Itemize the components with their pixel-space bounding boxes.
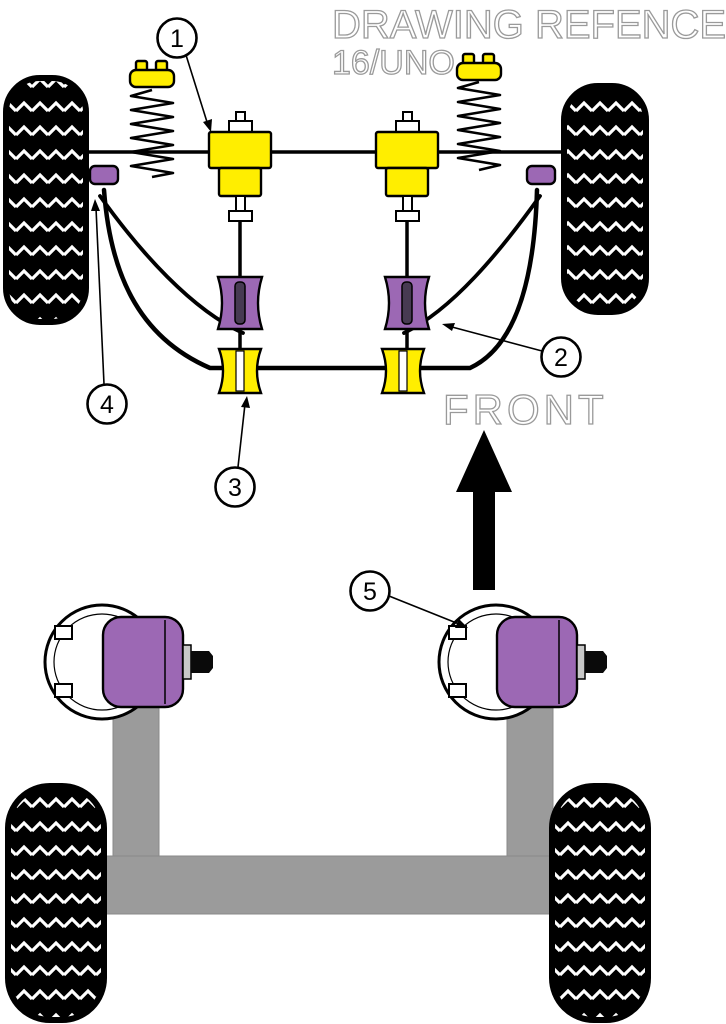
front-label: FRONT [443,386,608,433]
wheel-side-bushing-right [525,164,557,186]
callout-circle [540,336,582,378]
callout-circle [214,466,256,508]
callout-5: 5 [349,570,468,628]
flange-nut [54,625,73,640]
axle-post-left [112,699,160,863]
drawing-reference-title: DRAWING REFENCE [332,3,726,47]
callout-2: 2 [442,323,582,378]
drop-link-bushing-left [216,275,264,331]
callout-number: 2 [554,344,568,372]
rear-right-tire [549,783,651,1023]
mount-bottom-bolt-shaft [402,195,413,213]
rear-left-tire [5,783,107,1023]
spring-top-mount [128,68,176,89]
callout-circle [86,383,128,425]
leader-arrowhead [455,619,468,628]
wheel-side-bushing-left [88,164,120,186]
flange-nut [54,683,73,698]
callout-number: 5 [363,578,377,606]
mount-bolt [191,651,213,673]
bushing-slit [235,350,245,392]
spring-top-mount [455,61,503,82]
mount-bolt [585,651,607,673]
callout-circle [156,17,198,59]
mount-lower-block [217,166,263,198]
leader-arrowhead [203,119,212,132]
front-right-tire [561,83,649,315]
mount-bushing-barrel [495,615,579,709]
rear-axle-beam [91,699,567,915]
callout-number: 4 [100,391,114,419]
axle-crossbeam [91,855,567,915]
mount-upper-block [207,130,273,170]
spring-coils [456,80,502,172]
front-direction-arrow [456,430,512,590]
mount-top-nut [228,120,253,133]
rear-mount-right [437,603,607,721]
leader-arrowhead [241,396,250,408]
mount-washer [576,644,586,680]
callout-4: 4 [86,199,128,425]
engine-mount-right [374,111,440,222]
arb-bushing-left [217,347,263,395]
callout-number: 3 [228,474,242,502]
anti-roll-bar [101,187,540,371]
spring-coils [129,88,175,179]
drop-link-bushing-right [383,275,431,331]
arb-bushing-right [380,347,426,395]
axle-post-right [506,699,554,863]
coil-spring-left [128,59,176,179]
callout-circle [349,570,391,612]
mount-bottom-nut [395,210,420,222]
drawing-reference-code: 16/UNO [332,44,455,82]
callout-number: 1 [170,25,184,53]
coil-spring-right [455,52,503,172]
mount-bottom-nut [228,210,253,222]
rear-mount-left [43,603,213,721]
flange-nut [448,683,467,698]
mount-bottom-bolt-shaft [235,195,246,213]
mount-upper-block [374,130,440,170]
engine-mount-left [207,111,273,222]
bushing-slit [398,350,408,392]
mount-bushing-barrel [101,615,185,709]
leader-arrowhead [91,199,100,211]
callout-1: 1 [156,17,212,132]
mount-top-nut [395,120,420,133]
callout-3: 3 [214,396,256,508]
leader-arrowhead [442,323,455,331]
mount-washer [182,644,192,680]
bushing-pin [401,281,413,325]
front-left-tire [3,75,89,325]
bushing-pin [234,281,246,325]
mount-lower-block [384,166,430,198]
